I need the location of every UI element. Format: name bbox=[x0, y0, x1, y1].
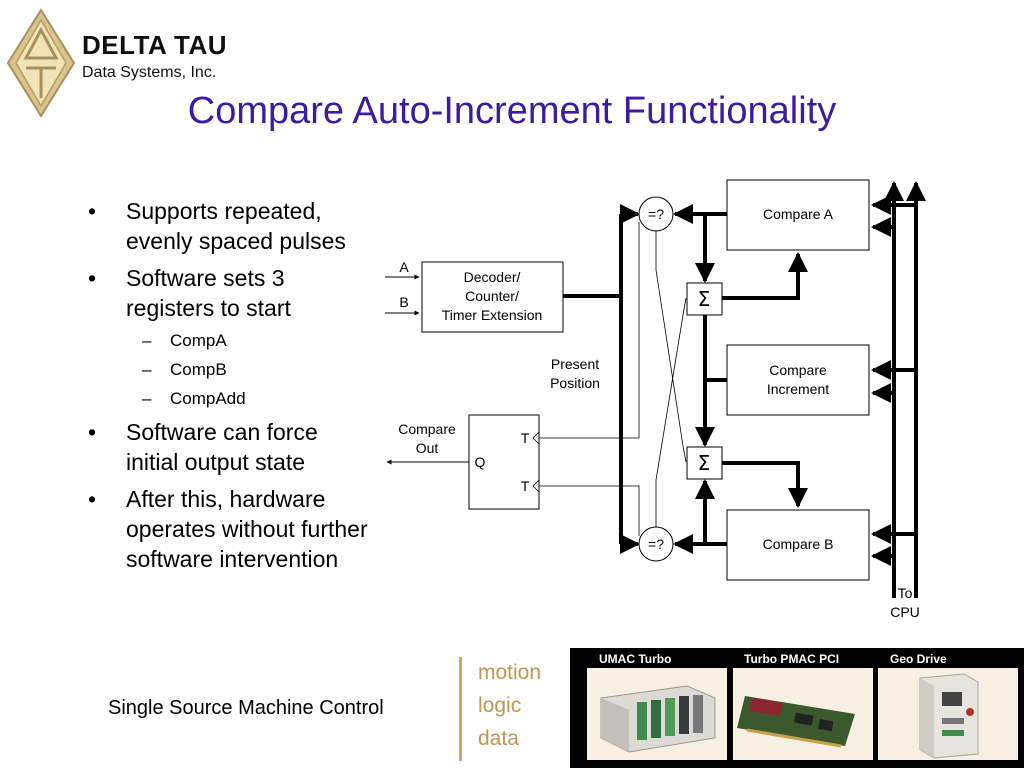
svg-text:Decoder/: Decoder/ bbox=[464, 269, 521, 285]
brand-name: DELTA TAU bbox=[82, 30, 228, 60]
product-label-geo-drive: Geo Drive bbox=[890, 652, 947, 666]
footer-word-motion: motion bbox=[478, 661, 542, 684]
bullet-list: Supports repeated, evenly spaced pulses … bbox=[88, 196, 368, 581]
bullet-item: Software can force initial output state bbox=[88, 417, 368, 477]
svg-text:Position: Position bbox=[550, 375, 600, 391]
umac-turbo-photo bbox=[587, 668, 727, 760]
svg-text:=?: =? bbox=[648, 206, 664, 222]
delta-tau-logo bbox=[6, 8, 76, 118]
svg-text:T: T bbox=[521, 430, 530, 446]
sub-bullet-item: CompB bbox=[88, 359, 368, 381]
svg-text:Compare B: Compare B bbox=[763, 536, 834, 552]
svg-text:Counter/: Counter/ bbox=[465, 288, 519, 304]
svg-text:Timer Extension: Timer Extension bbox=[442, 307, 543, 323]
bullet-item: Software sets 3 registers to start bbox=[88, 263, 368, 323]
turbo-pmac-pci-photo bbox=[733, 668, 873, 760]
svg-text:T: T bbox=[521, 478, 530, 494]
bullet-item: After this, hardware operates without fu… bbox=[88, 484, 368, 574]
svg-text:=?: =? bbox=[648, 536, 664, 552]
output-flip-flop bbox=[468, 414, 540, 510]
input-b-label: B bbox=[399, 294, 408, 310]
sub-bullet-item: CompAdd bbox=[88, 388, 368, 410]
svg-text:Out: Out bbox=[416, 440, 439, 456]
footer-word-logic: logic bbox=[478, 694, 522, 717]
svg-text:Σ: Σ bbox=[698, 451, 711, 475]
present-position-label: Present bbox=[551, 356, 599, 372]
brand-subtitle: Data Systems, Inc. bbox=[82, 64, 217, 81]
compare-increment-register bbox=[726, 344, 870, 416]
compare-out-label: Compare bbox=[398, 421, 456, 437]
sub-bullet-item: CompA bbox=[88, 330, 368, 352]
compare-block-diagram: A B Decoder/ Counter/ Timer Extension Pr… bbox=[385, 179, 926, 620]
svg-text:CPU: CPU bbox=[890, 604, 920, 620]
svg-text:Compare: Compare bbox=[769, 362, 827, 378]
geo-drive-photo bbox=[878, 668, 1018, 760]
svg-text:Q: Q bbox=[475, 454, 486, 470]
svg-text:Increment: Increment bbox=[767, 381, 829, 397]
decoder-block bbox=[421, 261, 564, 333]
footer-word-data: data bbox=[478, 727, 519, 750]
product-label-umac: UMAC Turbo bbox=[599, 652, 672, 666]
bullet-item: Supports repeated, evenly spaced pulses bbox=[88, 196, 368, 256]
svg-text:Compare A: Compare A bbox=[763, 206, 834, 222]
input-a-label: A bbox=[399, 259, 409, 275]
compare-a-register bbox=[726, 179, 870, 251]
footer-divider bbox=[459, 657, 462, 761]
adder-b bbox=[686, 446, 723, 480]
compare-b-register bbox=[726, 509, 870, 581]
product-strip: UMAC Turbo Turbo PMAC PCI Geo Drive bbox=[570, 648, 1024, 768]
slide-title: Compare Auto-Increment Functionality bbox=[187, 90, 837, 132]
adder-a bbox=[686, 282, 723, 316]
footer-tagline: Single Source Machine Control bbox=[108, 697, 384, 719]
svg-text:Σ: Σ bbox=[698, 287, 711, 311]
to-cpu-label: To bbox=[898, 585, 913, 601]
product-label-pmac-pci: Turbo PMAC PCI bbox=[744, 652, 840, 666]
